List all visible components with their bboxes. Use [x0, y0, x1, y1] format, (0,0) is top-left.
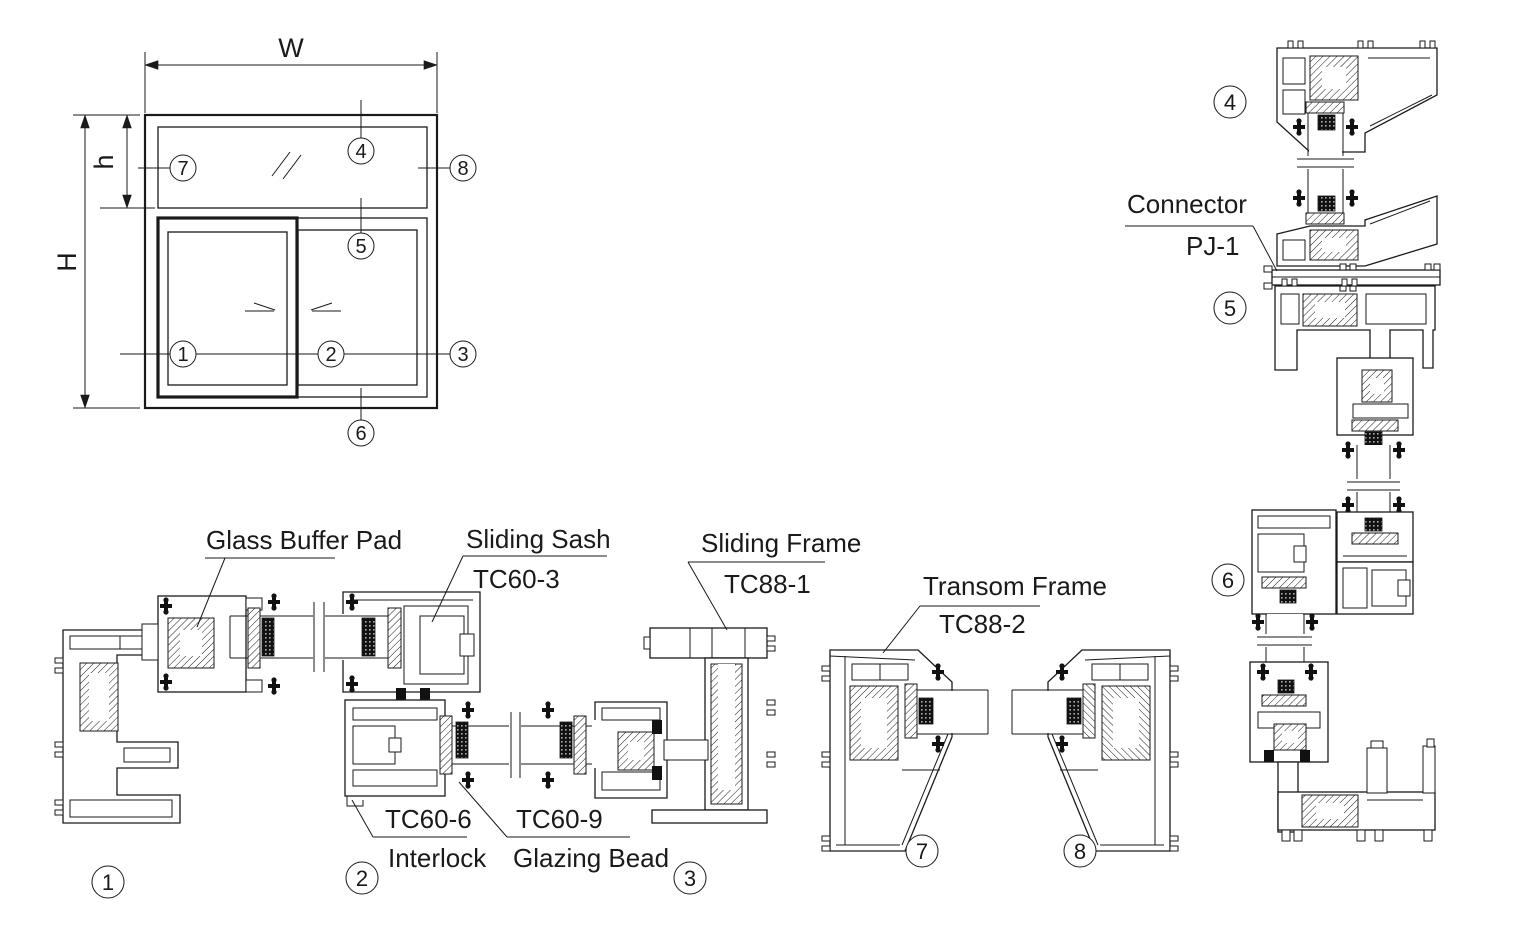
dim-transom-label: h [89, 154, 119, 169]
profile-interlock [344, 699, 446, 807]
profile-transom-5 [1276, 195, 1438, 267]
vertical-section: 4 5 6 [1211, 40, 1441, 842]
label-glazing-bead-title: Glazing Bead [513, 843, 669, 873]
window-elevation: W H h 7 4 8 [52, 33, 477, 447]
elevation-callout-3-number: 3 [457, 344, 468, 366]
section-callout-8: 8 [1063, 834, 1097, 868]
profile-sill [1277, 738, 1436, 842]
elevation-callout-5-number: 5 [355, 236, 366, 258]
elevation-opening [157, 217, 428, 398]
profile-sliding-sash-upper-right [342, 591, 481, 704]
section-callout-2-number: 2 [356, 866, 368, 891]
profile-head-4 [1276, 40, 1438, 153]
section-callout-7: 7 [905, 834, 939, 868]
label-interlock-title: Interlock [388, 843, 487, 873]
profile-frame-jamb-3 [643, 627, 776, 824]
label-sliding-sash: Sliding Sash TC60-3 [431, 524, 611, 623]
elevation-callout-8-number: 8 [457, 158, 468, 180]
dim-width-label: W [278, 33, 304, 63]
elevation-callout-4: 4 [347, 100, 375, 165]
section-callout-6-number: 6 [1222, 568, 1234, 593]
label-glazing-bead: TC60-9 Glazing Bead [458, 781, 669, 873]
elevation-callout-6-number: 6 [355, 423, 366, 445]
profile-frame-jamb-1 [54, 629, 181, 824]
elevation-callout-1-number: 1 [177, 344, 188, 366]
label-sliding-frame-code: TC88-1 [724, 569, 811, 599]
dim-height-label: H [52, 252, 82, 272]
dim-height: H [52, 114, 140, 409]
section-callout-3-number: 3 [684, 866, 696, 891]
label-interlock-code: TC60-6 [385, 804, 472, 834]
label-connector-code: PJ-1 [1186, 231, 1239, 261]
label-transom-frame-title: Transom Frame [923, 571, 1107, 601]
label-connector: Connector PJ-1 [1125, 189, 1278, 272]
profile-sliding-sash-upper-left [141, 595, 263, 693]
label-interlock: TC60-6 Interlock [351, 799, 487, 873]
profile-bottom-sash [1249, 661, 1329, 763]
glass-symbol [271, 151, 302, 180]
elevation-callout-1: 1 [120, 340, 318, 368]
interlock-finger [617, 720, 709, 780]
elevation-left-sash-glass [167, 231, 288, 386]
section-callout-5: 5 [1213, 291, 1247, 325]
profile-transom-7 [822, 650, 988, 851]
section-callout-1: 1 [91, 865, 125, 899]
elevation-callout-6: 6 [347, 388, 375, 447]
dim-width: W [144, 33, 438, 113]
connector-strip-pj1 [1263, 263, 1441, 292]
elevation-left-sash [156, 216, 299, 399]
elevation-right-sash [297, 229, 418, 386]
elevation-callout-7: 7 [138, 154, 197, 182]
section-callout-4: 4 [1213, 85, 1247, 119]
section-callout-6: 6 [1211, 563, 1245, 597]
section-callout-1-number: 1 [102, 870, 114, 895]
profile-section-6 [1251, 509, 1337, 668]
label-sliding-sash-title: Sliding Sash [466, 524, 611, 554]
label-sliding-frame: Sliding Frame TC88-1 [687, 528, 861, 631]
elevation-callout-5: 5 [347, 198, 375, 260]
slide-arrow-right [310, 302, 341, 312]
label-glass-buffer-pad-title: Glass Buffer Pad [206, 525, 402, 555]
label-transom-frame-code: TC88-2 [939, 609, 1026, 639]
section-callout-5-number: 5 [1224, 296, 1236, 321]
label-connector-title: Connector [1127, 189, 1247, 219]
elevation-callout-3: 3 [449, 340, 477, 368]
section-callout-4-number: 4 [1224, 90, 1236, 115]
label-sliding-sash-code: TC60-3 [473, 564, 560, 594]
glass-run-upper [229, 593, 402, 695]
label-glazing-bead-code: TC60-9 [516, 804, 603, 834]
elevation-callout-8: 8 [418, 154, 477, 182]
section-callout-2: 2 [345, 861, 379, 895]
glass-run-lower [439, 701, 592, 789]
transom-section: 7 8 [822, 650, 1178, 868]
profile-transom-8 [1012, 650, 1178, 851]
label-glass-buffer-pad: Glass Buffer Pad [196, 525, 402, 628]
section-callout-7-number: 7 [916, 839, 928, 864]
elevation-callout-7-number: 7 [177, 158, 188, 180]
elevation-transom-glass [157, 126, 428, 209]
elevation-callout-2: 2 [317, 340, 450, 368]
glass-vertical-top [1293, 101, 1358, 225]
elevation-outer-frame [143, 113, 439, 410]
profile-meeting-stile [1327, 357, 1414, 615]
profile-frame-5 [1274, 278, 1436, 371]
section-callout-3: 3 [673, 861, 707, 895]
annotation-labels: Glass Buffer Pad Sliding Sash TC60-3 Sli… [196, 189, 1278, 873]
slide-arrow-left [245, 302, 276, 312]
elevation-callout-2-number: 2 [325, 344, 336, 366]
section-callout-8-number: 8 [1074, 839, 1086, 864]
horizontal-section: 1 2 3 [54, 591, 776, 899]
elevation-callout-4-number: 4 [355, 141, 366, 163]
label-sliding-frame-title: Sliding Frame [701, 528, 861, 558]
label-transom-frame: Transom Frame TC88-2 [882, 571, 1107, 654]
